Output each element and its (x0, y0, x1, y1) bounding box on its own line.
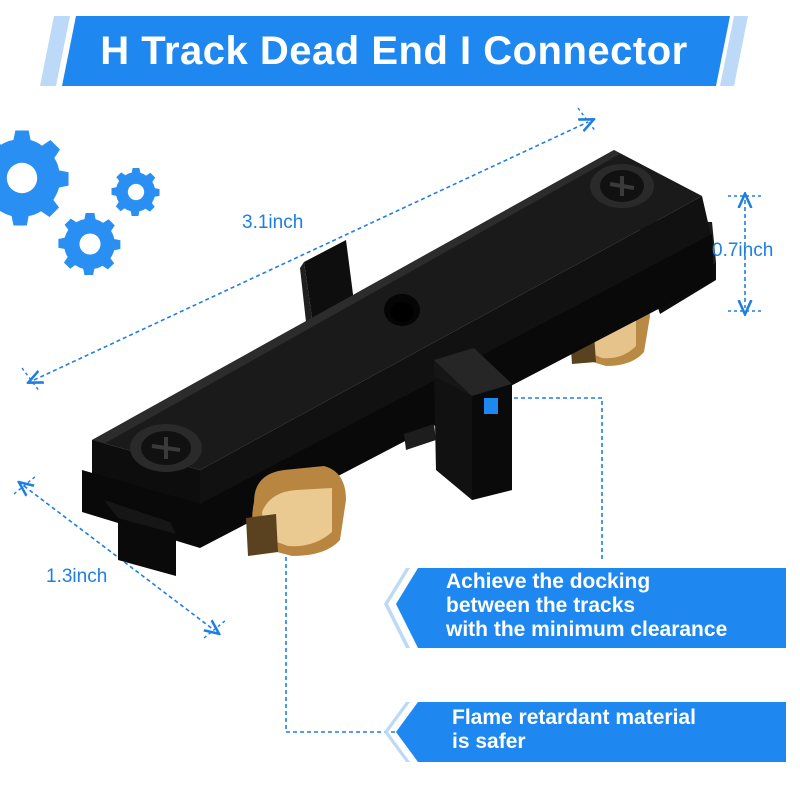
title-banner: H Track Dead End I Connector (40, 16, 748, 86)
callout-docking-line-2: between the tracks (446, 594, 636, 617)
callout-material-line-2: is safer (452, 730, 526, 753)
callout-material-text: Flame retardant material is safer (452, 706, 696, 754)
callout-docking-text: Achieve the docking between the tracks w… (446, 570, 727, 642)
dimension-length-label: 3.1inch (242, 212, 304, 233)
dimension-height-label: 0.7inch (712, 240, 774, 261)
title-banner-shape (40, 16, 748, 86)
front-contact (246, 466, 346, 556)
callout-docking-shape (384, 568, 786, 648)
callout-docking-line-3: with the minimum clearance (446, 618, 728, 641)
screw-rear (590, 164, 654, 208)
callout-material-shape (384, 702, 786, 762)
dimension-width-label: 1.3inch (46, 566, 108, 587)
callout-material-line-1: Flame retardant material (452, 706, 696, 729)
page-title: H Track Dead End I Connector (100, 28, 688, 73)
callout-docking-line-1: Achieve the docking (446, 570, 651, 593)
screw-front (130, 424, 202, 472)
